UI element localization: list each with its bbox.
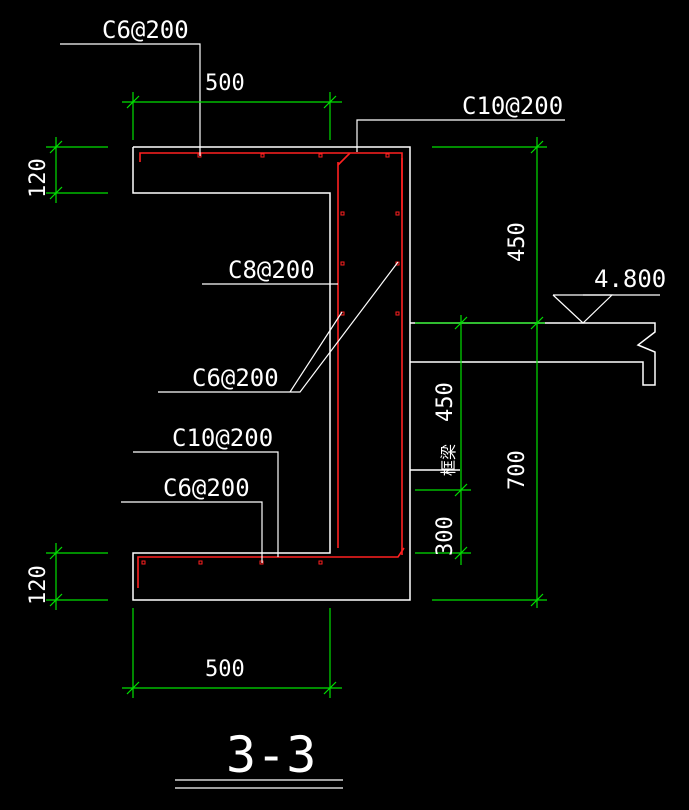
dim-label-top-500: 500 xyxy=(205,71,245,96)
dim-label-bottom-500: 500 xyxy=(205,657,245,682)
label-wall-c8: C8@200 xyxy=(228,256,315,284)
leader-c6-wall-2 xyxy=(289,311,343,393)
bent-bar xyxy=(337,152,351,166)
tick xyxy=(49,546,63,560)
label-bottom-c6: C6@200 xyxy=(163,474,250,502)
dim-label-inner-450: 450 xyxy=(433,382,458,422)
tick xyxy=(323,95,337,109)
rebar-dots xyxy=(141,153,400,565)
top-rebar xyxy=(139,152,403,210)
rebar-dot xyxy=(340,261,345,266)
rebar-dot xyxy=(385,153,390,158)
label-top-c10: C10@200 xyxy=(462,92,563,120)
leader-bottom-c6 xyxy=(121,501,263,563)
bottom-rebar xyxy=(137,547,405,588)
tick xyxy=(323,681,337,695)
tick xyxy=(49,593,63,607)
rebar-dot xyxy=(141,560,146,565)
rebar-dot xyxy=(340,211,345,216)
tick xyxy=(454,316,468,330)
tick xyxy=(126,681,140,695)
dim-label-inner-300: 300 xyxy=(433,516,458,556)
elevation-marker xyxy=(552,294,660,324)
rebar-dot xyxy=(395,211,400,216)
frame-beam-label: 框梁 xyxy=(439,444,458,476)
rebar-dot xyxy=(198,560,203,565)
dim-label-bottom-120: 120 xyxy=(26,565,51,605)
tick xyxy=(49,186,63,200)
title-underline xyxy=(175,779,343,789)
dim-label-upper-450: 450 xyxy=(505,222,530,262)
rebar-dot xyxy=(318,560,323,565)
leader-top-c10 xyxy=(356,119,565,152)
label-top-c6: C6@200 xyxy=(102,16,189,44)
leader-lines xyxy=(60,43,565,563)
label-wall-c6: C6@200 xyxy=(192,364,279,392)
z-section-outline xyxy=(132,146,411,601)
elevation-label: 4.800 xyxy=(594,265,666,293)
tick xyxy=(530,593,544,607)
leader-top-c6 xyxy=(60,43,201,156)
rebar-group xyxy=(137,152,405,588)
rebar-dot xyxy=(395,311,400,316)
tick xyxy=(126,95,140,109)
leader-c6-wall xyxy=(158,261,399,393)
dim-label-top-120: 120 xyxy=(26,158,51,198)
section-outline xyxy=(132,146,656,601)
tick xyxy=(49,140,63,154)
beam-outline xyxy=(410,322,656,386)
label-bottom-c10: C10@200 xyxy=(172,424,273,452)
elevation-triangle xyxy=(552,294,614,324)
section-title: 3-3 xyxy=(226,726,316,784)
tick xyxy=(530,140,544,154)
labels: C6@200 C10@200 C8@200 C6@200 C10@200 C6@… xyxy=(26,16,666,784)
rebar-dot xyxy=(260,153,265,158)
leader-bottom-c10 xyxy=(133,451,279,557)
dimension-lines xyxy=(46,92,547,698)
dim-label-700: 700 xyxy=(505,450,530,490)
rebar-dot xyxy=(318,153,323,158)
